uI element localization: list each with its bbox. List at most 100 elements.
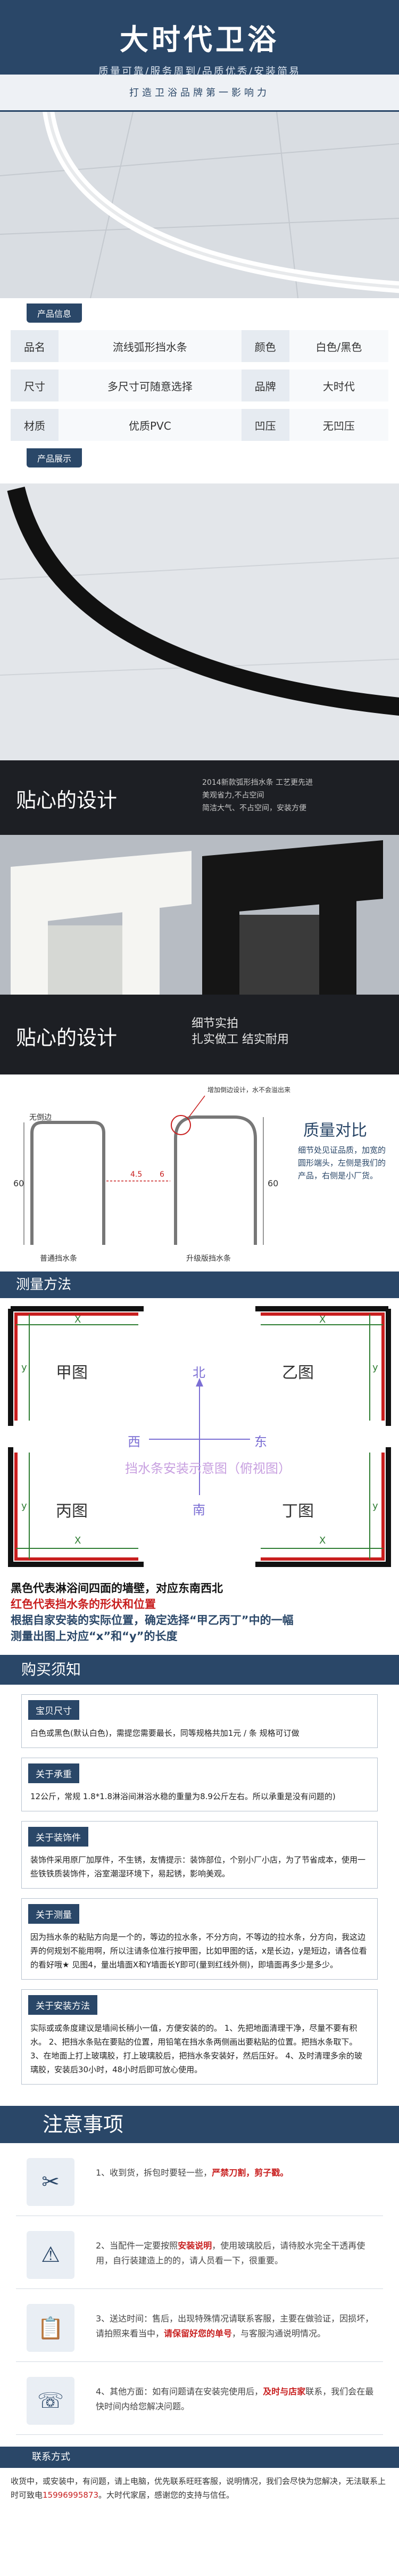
notice-text-red: 安装说明 xyxy=(178,2241,212,2251)
buy-box-body: 装饰件采用原厂加厚件，不生锈，友情提示：装饰部位，个别小厂小店，为了节省成本，使… xyxy=(30,1855,366,1878)
dim-width-2: 6 xyxy=(160,1170,164,1179)
buy-box-body: 白色或黑色(默认白色)，需提您需要最长，同等规格共加1元 / 条 规格可订做 xyxy=(30,1728,300,1738)
buy-box-head: 关于装饰件 xyxy=(28,1827,88,1847)
info-key: 凹压 xyxy=(241,409,289,441)
product-info-table: 品名 流线弧形挡水条 颜色 白色/黑色 尺寸 多尺寸可随意选择 品牌 大时代 材… xyxy=(11,323,388,448)
compare-caption-left: 普通挡水条 xyxy=(40,1254,77,1263)
info-value: 流线弧形挡水条 xyxy=(59,330,242,362)
table-row: 品名 流线弧形挡水条 颜色 白色/黑色 xyxy=(11,330,388,362)
buy-box: 关于装饰件 装饰件采用原厂加厚件，不生锈，友情提示：装饰部位，个别小厂小店，为了… xyxy=(21,1821,378,1889)
notice-text: 3、送达时间：售后，出现特殊情况请联系客服，主要在做验证，因损坏，请拍照来看当中… xyxy=(96,2311,378,2341)
q1-label: 甲图 xyxy=(56,1364,88,1382)
compare-label-left: 无倒边 xyxy=(29,1113,52,1122)
table-row: 材质 优质PVC 凹压 无凹压 xyxy=(11,409,388,441)
brand-title: 大时代卫浴 xyxy=(120,23,279,56)
buy-box: 宝贝尺寸 白色或黑色(默认白色)，需提您需要最长，同等规格共加1元 / 条 规格… xyxy=(21,1694,378,1748)
detail-subtitle: 细节实拍 扎实做工 结实耐用 xyxy=(192,1016,289,1048)
contact-text-a: 收货中，或安装中，有问题，请上电脑，优先联系旺旺客服，说明情况，我们会尽快为您解… xyxy=(11,2476,386,2500)
compare-text: 细节处见证品质，加宽的圆形端头，左侧是我们的产品，右侧是小厂货。 xyxy=(298,1145,386,1180)
measure-illustration xyxy=(8,1306,391,1567)
q1-y: y xyxy=(21,1362,27,1373)
info-key: 颜色 xyxy=(241,330,289,362)
product-info-label: 产品信息 xyxy=(27,303,82,323)
brand-tagline: 质量可靠/服务周到/品质优秀/安装简易 xyxy=(98,65,301,77)
buy-box-body: 因为挡水条的粘贴方向是一个的，等边的拉水条，不分方向，不等边的拉水条，分方向，我… xyxy=(30,1932,367,1970)
buy-box-head: 关于安装方法 xyxy=(28,1995,97,2015)
product-display-label: 产品展示 xyxy=(27,448,82,467)
profile-illustration xyxy=(0,835,399,995)
detail-title-2: 贴心的设计 xyxy=(16,1026,118,1049)
notice-text-red: 严禁刀割，剪子戳。 xyxy=(212,2168,289,2178)
dim-width: 4.5 xyxy=(130,1170,142,1179)
compare-diagram: 60 60 4.5 6 xyxy=(13,1095,278,1245)
notice-text-a: 2、当配件一定要按照 xyxy=(96,2241,178,2251)
notice-text-a: 1、收到货，拆包时要轻一些， xyxy=(96,2168,212,2178)
q4-y: y xyxy=(372,1500,378,1512)
product-hero-photo xyxy=(0,112,399,298)
buy-box-head: 关于测量 xyxy=(28,1904,79,1924)
measure-note: 黑色代表淋浴间四面的墙壁，对应东南西北 xyxy=(11,1582,223,1595)
notice-text-red: 及时与店家 xyxy=(263,2386,306,2397)
compare-caption-right: 升级版挡水条 xyxy=(186,1254,231,1263)
dim-height-right: 60 xyxy=(268,1178,278,1188)
quality-compare-section: 60 60 4.5 6 无倒边 增加倒边设计，水不会溢出来 普通挡水条 升级版挡… xyxy=(0,1074,399,1271)
contact-text: 收货中，或安装中，有问题，请上电脑，优先联系旺旺客服，说明情况，我们会尽快为您解… xyxy=(0,2468,399,2508)
phone-icon: ☏ xyxy=(27,2377,74,2425)
notice-text-b: 联系，我们会在最快时间内给您解决问题。 xyxy=(96,2386,374,2411)
notice-item: 📋 3、送达时间：售后，出现特殊情况请联系客服，主要在做验证，因损坏，请拍照来看… xyxy=(16,2301,383,2362)
q2-y: y xyxy=(372,1362,378,1373)
measure-note: 测量出图上对应“x”和“y”的长度 xyxy=(11,1630,178,1643)
detail-notes: 2014新款弧形挡水条 工艺更先进 美观省力,不占空间 简洁大气、不占空间，安装… xyxy=(202,776,313,815)
buy-box: 关于安装方法 实际或或条度建议是墙间长稍小一值，方便安装的的。 1、先把地面清理… xyxy=(21,1989,378,2085)
profile-closeup-photo xyxy=(0,835,399,995)
compare-title: 质量对比 xyxy=(303,1121,367,1140)
notice-text-b: ，与客服沟通说明情况。 xyxy=(232,2328,326,2339)
notice-item: ✂ 1、收到货，拆包时要轻一些，严禁刀割，剪子戳。 xyxy=(16,2155,383,2216)
notice-text-b: ，使用玻璃胶后，请待胶水完全干透再使用，自行装建造上的的，请人员看一下，很重要。 xyxy=(96,2241,365,2266)
compass-east: 东 xyxy=(254,1434,267,1449)
detail-title-1: 贴心的设计 xyxy=(16,789,118,812)
q2-label: 乙图 xyxy=(282,1364,314,1382)
q3-x: X xyxy=(74,1535,81,1546)
info-value: 白色/黑色 xyxy=(289,330,388,362)
detail-note: 美观省力,不占空间 xyxy=(202,791,264,800)
compass-north: 北 xyxy=(193,1365,205,1380)
notice-text-red: 请保留好您的单号 xyxy=(164,2328,232,2339)
measure-note: 根据自家安装的实际位置，确定选择“甲乙丙丁”中的一幅 xyxy=(11,1614,294,1627)
dim-height-left: 60 xyxy=(13,1178,24,1188)
contact-phone: 15996995873 xyxy=(43,2490,98,2500)
measure-note: 红色代表挡水条的形状和位置 xyxy=(11,1598,156,1611)
table-row: 尺寸 多尺寸可随意选择 品牌 大时代 xyxy=(11,370,388,401)
black-strip-illustration xyxy=(0,483,399,760)
q3-y: y xyxy=(21,1500,27,1512)
product-info-section: 产品信息 品名 流线弧形挡水条 颜色 白色/黑色 尺寸 多尺寸可随意选择 品牌 … xyxy=(0,298,399,483)
document-icon: 📋 xyxy=(27,2304,74,2352)
notice-text: 2、当配件一定要按照安装说明，使用玻璃胶后，请待胶水完全干透再使用，自行装建造上… xyxy=(96,2238,378,2268)
compass-south: 南 xyxy=(193,1503,205,1517)
buy-box-body: 12公斤，常规 1.8*1.8淋浴间淋浴水稳的重量为8.9公斤左右。所以承重是没… xyxy=(30,1792,336,1801)
buy-box-head: 宝贝尺寸 xyxy=(28,1700,79,1720)
notice-title: 注意事项 xyxy=(0,2106,399,2143)
detail-note: 2014新款弧形挡水条 工艺更先进 xyxy=(202,778,313,787)
contact-text-b: 。大时代家居，感谢您的支持与信任。 xyxy=(98,2490,235,2500)
buy-box-body: 实际或或条度建议是墙间长稍小一值，方便安装的的。 1、先把地面清理干净，尽量不要… xyxy=(30,2023,362,2074)
q4-x: X xyxy=(319,1535,326,1546)
info-key: 材质 xyxy=(11,409,59,441)
warning-icon: ⚠ xyxy=(27,2231,74,2279)
info-value: 多尺寸可随意选择 xyxy=(59,370,242,401)
detail-sub-1: 细节实拍 xyxy=(192,1017,239,1030)
product-display-photo xyxy=(0,483,399,760)
buy-box-head: 关于承重 xyxy=(28,1763,79,1783)
q1-x: X xyxy=(74,1314,81,1325)
brand-header: 大时代卫浴 质量可靠/服务周到/品质优秀/安装简易 xyxy=(0,0,399,77)
detail-banner-2: 贴心的设计 细节实拍 扎实做工 结实耐用 xyxy=(0,995,399,1074)
contact-title: 联系方式 xyxy=(0,2447,399,2468)
detail-sub-2: 扎实做工 结实耐用 xyxy=(192,1033,289,1046)
hero-illustration xyxy=(0,112,399,298)
compass-west: 西 xyxy=(128,1434,140,1449)
info-value: 无凹压 xyxy=(289,409,388,441)
scissors-icon: ✂ xyxy=(27,2158,74,2206)
buy-box: 关于测量 因为挡水条的粘贴方向是一个的，等边的拉水条，不分方向，不等边的拉水条，… xyxy=(21,1898,378,1980)
measure-title: 测量方法 xyxy=(0,1271,399,1298)
notice-text: 1、收到货，拆包时要轻一些，严禁刀割，剪子戳。 xyxy=(96,2165,378,2180)
